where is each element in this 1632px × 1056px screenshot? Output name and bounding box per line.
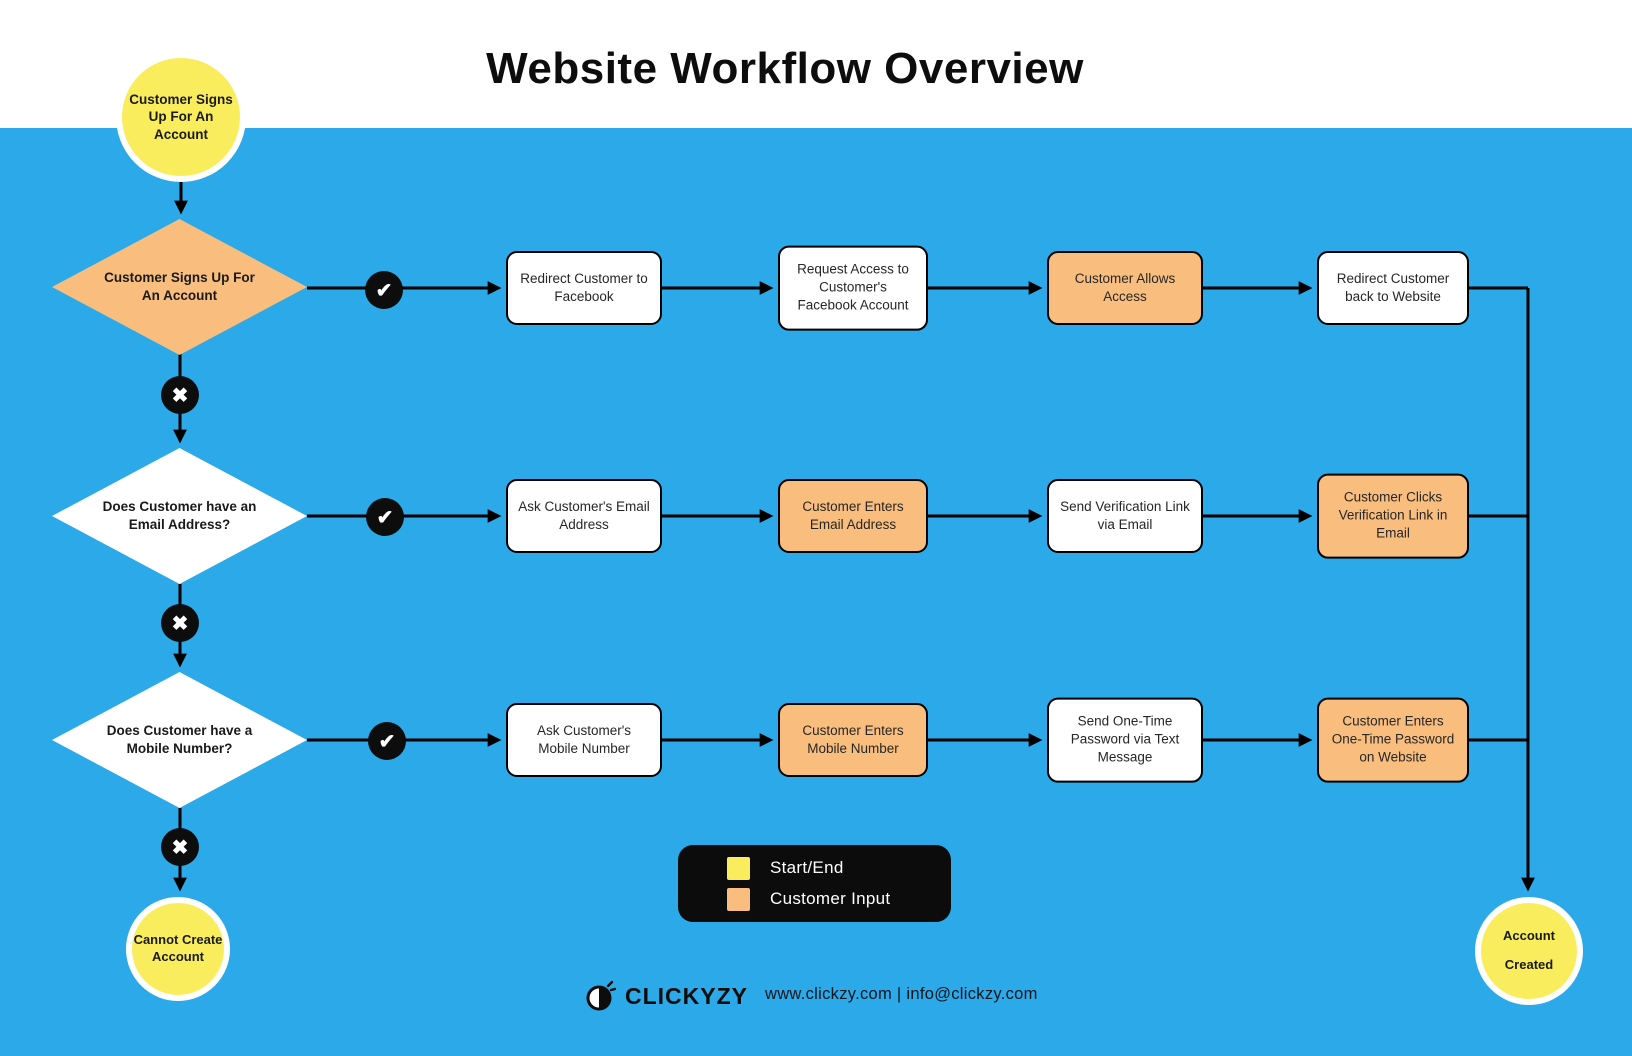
process-box-redirect-to-facebook: Redirect Customer to Facebook — [506, 251, 662, 325]
process-label: Request Access to Customer's Facebook Ac… — [797, 261, 909, 314]
page-title: Website Workflow Overview — [486, 44, 1084, 93]
legend-swatch-orange — [727, 887, 750, 911]
start-node-label: Customer Signs Up For An Account — [129, 91, 233, 142]
cross-icon: ✖ — [161, 604, 199, 642]
check-glyph: ✔ — [376, 506, 394, 529]
process-label: Customer Enters Mobile Number — [802, 722, 904, 756]
process-box-send-verification-link: Send Verification Link via Email — [1047, 479, 1203, 553]
decision-label: Customer Signs Up For An Account — [104, 269, 255, 303]
footer-contact: www.clickzy.com | info@clickzy.com — [765, 985, 1038, 1003]
legend-label: Start/End — [770, 858, 844, 877]
input-box-click-verification-link: Customer Clicks Verification Link in Ema… — [1317, 473, 1469, 559]
process-label: Customer Clicks Verification Link in Ema… — [1338, 489, 1448, 542]
input-box-customer-allows-access: Customer Allows Access — [1047, 251, 1203, 325]
process-label: Customer Allows Access — [1074, 270, 1176, 304]
brand-logo: CLICKYZY — [586, 975, 748, 1017]
legend-item-start-end: Start/End — [727, 856, 951, 880]
process-label: Customer Enters Email Address — [802, 498, 904, 532]
end-node-label-line2: Created — [1504, 957, 1554, 972]
process-box-ask-mobile: Ask Customer's Mobile Number — [506, 703, 662, 777]
mouse-icon — [586, 980, 616, 1011]
process-box-redirect-back-to-website: Redirect Customer back to Website — [1317, 251, 1469, 325]
cross-glyph: ✖ — [171, 384, 189, 407]
process-box-request-facebook-access: Request Access to Customer's Facebook Ac… — [778, 245, 928, 331]
end-node-label: Cannot Create Account — [133, 932, 223, 964]
cross-glyph: ✖ — [171, 836, 189, 859]
decision-label: Does Customer have a Mobile Number? — [106, 722, 253, 756]
input-box-enter-email: Customer Enters Email Address — [778, 479, 928, 553]
end-node-label-line1: Account — [1503, 928, 1555, 944]
process-label: Customer Enters One-Time Password on Web… — [1331, 713, 1455, 766]
process-label: Redirect Customer to Facebook — [520, 270, 648, 304]
process-label: Ask Customer's Email Address — [518, 498, 650, 532]
cross-icon: ✖ — [161, 376, 199, 414]
process-label: Redirect Customer back to Website — [1336, 270, 1450, 304]
process-box-send-otp: Send One-Time Password via Text Message — [1047, 697, 1203, 783]
process-label: Ask Customer's Mobile Number — [536, 722, 632, 756]
legend: Start/End Customer Input — [678, 845, 951, 922]
start-node: Customer Signs Up For An Account — [116, 52, 246, 182]
check-icon: ✔ — [368, 722, 406, 760]
cross-icon: ✖ — [161, 828, 199, 866]
legend-item-customer-input: Customer Input — [727, 887, 951, 911]
legend-swatch-yellow — [727, 856, 750, 880]
end-node-account-created: Account Created — [1475, 897, 1583, 1005]
legend-label: Customer Input — [770, 889, 891, 908]
end-node-cannot-create-account: Cannot Create Account — [126, 897, 230, 1001]
check-glyph: ✔ — [378, 730, 396, 753]
process-label: Send One-Time Password via Text Message — [1070, 713, 1180, 766]
process-label: Send Verification Link via Email — [1060, 498, 1190, 532]
check-icon: ✔ — [366, 498, 404, 536]
check-glyph: ✔ — [375, 279, 393, 302]
check-icon: ✔ — [365, 271, 403, 309]
cross-glyph: ✖ — [171, 612, 189, 635]
process-box-ask-email: Ask Customer's Email Address — [506, 479, 662, 553]
input-box-enter-mobile: Customer Enters Mobile Number — [778, 703, 928, 777]
input-box-enter-otp: Customer Enters One-Time Password on Web… — [1317, 697, 1469, 783]
decision-label: Does Customer have an Email Address? — [102, 498, 257, 532]
brand-name: CLICKYZY — [625, 982, 748, 1009]
header-band — [0, 0, 1632, 128]
